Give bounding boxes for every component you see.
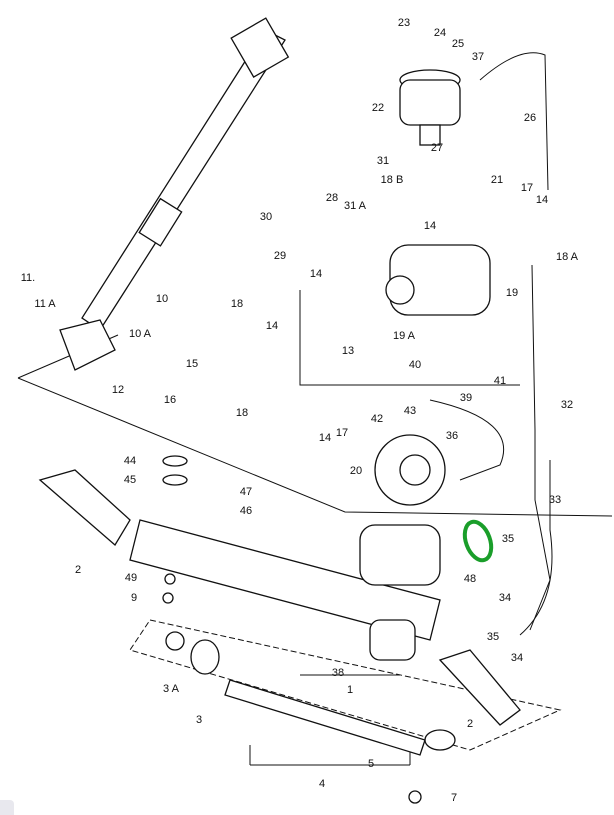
callout-11: 11. <box>21 272 35 284</box>
return-lines <box>479 52 553 636</box>
callout-16: 16 <box>164 394 176 406</box>
callout-33: 33 <box>549 494 561 506</box>
callout-31: 31 <box>377 155 389 167</box>
callout-23: 23 <box>398 17 410 29</box>
callout-38: 38 <box>332 667 344 679</box>
callout-11a: 11 A <box>34 298 56 310</box>
power-steering-reservoir <box>399 69 461 146</box>
callout-2: 2 <box>75 564 81 576</box>
callout-7: 7 <box>451 792 457 804</box>
callout-10: 10 <box>156 293 168 305</box>
callout-35: 35 <box>502 533 514 545</box>
callout-45: 45 <box>124 474 136 486</box>
callout-34: 34 <box>499 592 511 604</box>
callout-14: 14 <box>266 320 278 332</box>
callout-14: 14 <box>310 268 322 280</box>
steering-rack <box>129 519 456 756</box>
callout-14: 14 <box>536 194 548 206</box>
rubber-boots <box>38 469 521 726</box>
corner-badge <box>0 800 14 815</box>
callout-3: 3 <box>196 714 202 726</box>
callout-22: 22 <box>372 102 384 114</box>
callout-2: 2 <box>467 718 473 730</box>
callout-44: 44 <box>124 455 136 467</box>
callout-14: 14 <box>319 432 331 444</box>
callout-36: 36 <box>446 430 458 442</box>
callout-17: 17 <box>336 427 348 439</box>
callout-19a: 19 A <box>393 330 416 342</box>
callout-20: 20 <box>350 465 362 477</box>
callout-1: 1 <box>347 684 353 696</box>
callout-37: 37 <box>472 51 484 63</box>
callout-46: 46 <box>240 505 252 517</box>
callout-27: 27 <box>431 142 443 154</box>
callout-18: 18 <box>231 298 243 310</box>
callout-17: 17 <box>521 182 533 194</box>
callout-26: 26 <box>524 112 536 124</box>
callout-13: 13 <box>342 345 354 357</box>
callout-3a: 3 A <box>163 683 180 695</box>
callout-5: 5 <box>368 758 374 770</box>
callout-15: 15 <box>186 358 198 370</box>
callout-43: 43 <box>404 405 416 417</box>
callout-47: 47 <box>240 486 252 498</box>
small-parts <box>162 455 422 804</box>
callout-41: 41 <box>494 375 506 387</box>
callout-29: 29 <box>274 250 286 262</box>
callout-14: 14 <box>424 220 436 232</box>
callout-9: 9 <box>131 592 137 604</box>
callout-49: 49 <box>125 572 137 584</box>
pulley-and-belt <box>374 399 505 506</box>
callout-40: 40 <box>409 359 421 371</box>
callout-18a: 18 A <box>556 251 579 263</box>
callout-18: 18 <box>236 407 248 419</box>
steering-shaft <box>59 17 290 371</box>
callout-19: 19 <box>506 287 518 299</box>
callout-42: 42 <box>371 413 383 425</box>
callout-39: 39 <box>460 392 472 404</box>
callout-28: 28 <box>326 192 338 204</box>
callout-12: 12 <box>112 384 124 396</box>
callout-34: 34 <box>511 652 523 664</box>
power-steering-pump <box>385 244 491 316</box>
seal-ring-highlight <box>462 519 494 563</box>
callout-21: 21 <box>491 174 503 186</box>
assembly-outline <box>17 290 613 766</box>
callout-25: 25 <box>452 38 464 50</box>
callout-4: 4 <box>319 778 325 790</box>
callout-18b: 18 B <box>381 174 404 186</box>
callout-24: 24 <box>434 27 446 39</box>
callout-30: 30 <box>260 211 272 223</box>
callout-35: 35 <box>487 631 499 643</box>
callout-10a: 10 A <box>129 328 152 340</box>
callout-48: 48 <box>464 573 476 585</box>
callout-31a: 31 A <box>344 200 367 212</box>
seal-ring-48 <box>462 519 494 563</box>
callout-32: 32 <box>561 399 573 411</box>
